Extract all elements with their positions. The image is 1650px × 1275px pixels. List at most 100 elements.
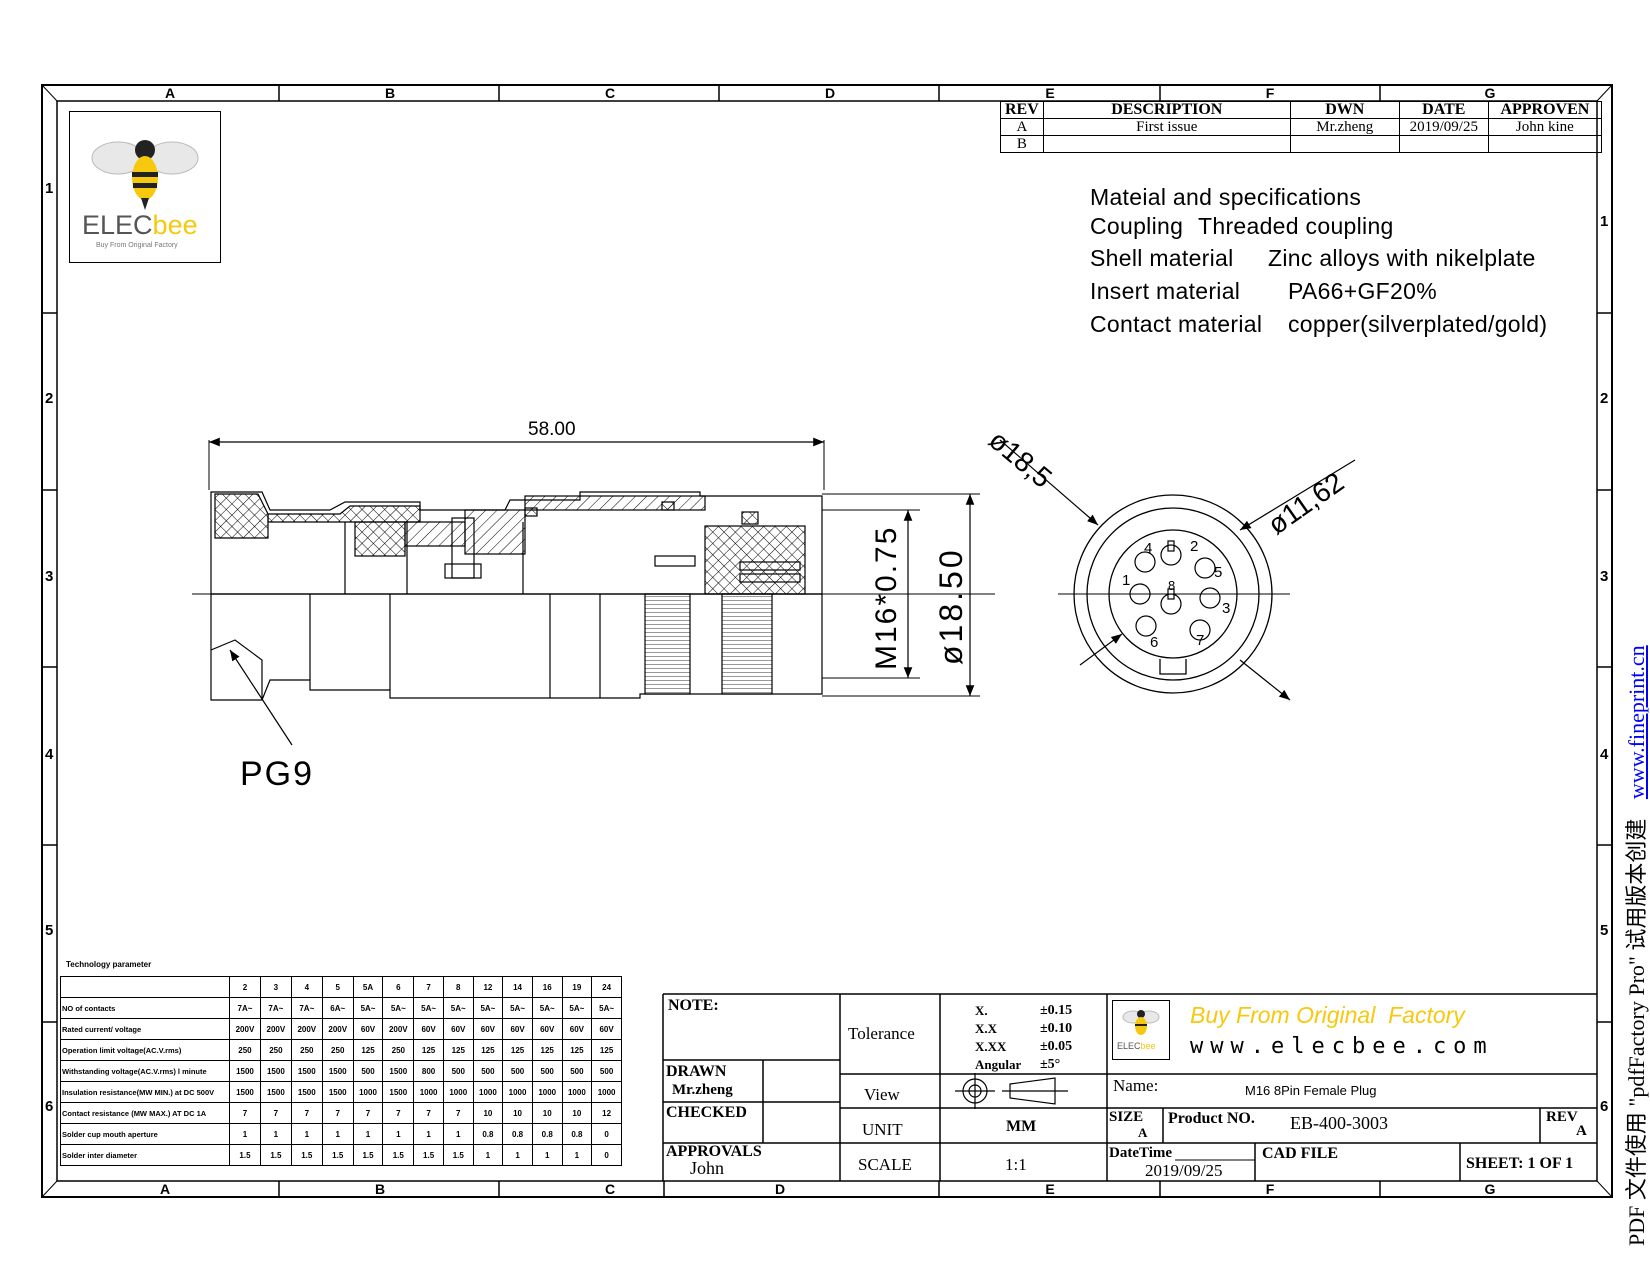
spec-label-contact: Contact material <box>1090 311 1263 337</box>
rev-cell: Mr.zheng <box>1289 118 1400 136</box>
rev-cell <box>1289 135 1400 153</box>
tech-cell: 125 <box>472 1039 504 1061</box>
front-view <box>999 439 1356 701</box>
pdf-watermark: PDF 文件使用 "pdfFactory Pro" 试用版本创建 www.fin… <box>1619 645 1650 1246</box>
pin-number: 4 <box>1144 540 1153 557</box>
tech-cell: 125 <box>561 1039 593 1061</box>
zone-label-bottom-a: A <box>159 1181 171 1197</box>
zone-label-right-3: 3 <box>1600 568 1609 585</box>
tech-row: Insulation resistance(MW MIN.) at DC 500… <box>60 1081 622 1103</box>
tech-cell: 200V <box>229 1018 261 1040</box>
bee-icon <box>91 140 199 210</box>
tech-cell: 60V <box>561 1018 593 1040</box>
sheet-info: SHEET: 1 OF 1 <box>1466 1155 1574 1172</box>
tech-cell: 1.5 <box>352 1144 384 1166</box>
tech-cell: 0.8 <box>561 1123 593 1145</box>
datetime-value: 2019/09/25 <box>1145 1161 1223 1180</box>
tech-cell: 1 <box>413 1123 444 1145</box>
tech-cell: 5A~ <box>502 997 533 1019</box>
tech-cell: 1500 <box>229 1081 261 1103</box>
zone-label-bottom-d: D <box>774 1181 786 1197</box>
tech-cell: 7 <box>321 1102 354 1124</box>
spec-value-insert: PA66+GF20% <box>1288 278 1437 304</box>
tech-cell: 200V <box>290 1018 323 1040</box>
specs-title: Mateial and specifications <box>1090 184 1362 210</box>
tech-cell: 1 <box>442 1123 474 1145</box>
tech-cell: 0.8 <box>502 1123 533 1145</box>
zone-label-left-1: 1 <box>45 180 54 197</box>
tech-cell: 1000 <box>352 1081 384 1103</box>
tech-cell: 10 <box>561 1102 593 1124</box>
pin-number: 1 <box>1122 572 1131 589</box>
tech-cell: 1000 <box>413 1081 444 1103</box>
dimension-length: 58.00 <box>528 419 576 440</box>
slogan: Buy From Original Factory <box>1190 1002 1465 1028</box>
logo-tagline: Buy From Original Factory <box>96 242 178 249</box>
tech-header: 4 <box>290 976 323 998</box>
title-block-logo: ELECbee <box>1112 1000 1170 1060</box>
rev-label: REV <box>1546 1109 1578 1125</box>
rev-cell <box>1398 135 1489 153</box>
tech-cell: 1000 <box>442 1081 474 1103</box>
tech-header: 14 <box>502 976 533 998</box>
tech-header: 24 <box>591 976 622 998</box>
tech-header: 5A <box>352 976 384 998</box>
unit-value: MM <box>1006 1118 1037 1135</box>
tech-cell: 1.5 <box>259 1144 292 1166</box>
rev-header-description: DESCRIPTION <box>1042 101 1291 119</box>
tech-cell: 7 <box>442 1102 474 1124</box>
rev-header-dwn: DWN <box>1289 101 1400 119</box>
zone-label-bottom-f: F <box>1265 1181 1275 1197</box>
tech-cell: 1000 <box>472 1081 504 1103</box>
tech-cell: 5A~ <box>561 997 593 1019</box>
zone-label-left-3: 3 <box>45 568 54 585</box>
small-logo-suffix: bee <box>1140 1041 1156 1051</box>
tech-cell: 1500 <box>382 1060 415 1082</box>
tech-cell: 60V <box>502 1018 533 1040</box>
tech-cell: 60V <box>442 1018 474 1040</box>
tech-cell: 1 <box>382 1123 415 1145</box>
tech-cell: 1.5 <box>382 1144 415 1166</box>
checked-label: CHECKED <box>666 1104 747 1121</box>
tech-cell: 200V <box>382 1018 415 1040</box>
tech-cell: 6A~ <box>321 997 354 1019</box>
revision-table: REV DESCRIPTION DWN DATE APPROVEN A Firs… <box>1000 101 1603 153</box>
zone-label-top-a: A <box>164 85 176 101</box>
tech-cell: 1000 <box>502 1081 533 1103</box>
tech-cell: 1.5 <box>442 1144 474 1166</box>
tech-cell: 5A~ <box>442 997 474 1019</box>
note-label: NOTE: <box>668 997 719 1014</box>
zone-label-right-6: 6 <box>1600 1098 1609 1115</box>
zone-label-left-4: 4 <box>45 746 54 763</box>
zone-label-bottom-b: B <box>374 1181 386 1197</box>
tech-cell: 250 <box>229 1039 261 1061</box>
tech-cell: 500 <box>531 1060 563 1082</box>
spec-value-shell: Zinc alloys with nikelplate <box>1268 245 1536 271</box>
cable-gland-label: PG9 <box>240 755 315 793</box>
tech-cell: 1.5 <box>413 1144 444 1166</box>
tech-cell: 1 <box>502 1144 533 1166</box>
tech-cell: 1 <box>561 1144 593 1166</box>
tech-cell: 800 <box>413 1060 444 1082</box>
tech-cell: 200V <box>259 1018 292 1040</box>
tolerance-key: X.X <box>975 1021 998 1036</box>
zone-label-top-g: G <box>1484 85 1496 101</box>
tech-cell: 5A~ <box>531 997 563 1019</box>
watermark-text: PDF 文件使用 "pdfFactory Pro" 试用版本创建 <box>1624 818 1649 1246</box>
tech-cell: 1 <box>472 1144 504 1166</box>
tolerance-value: ±0.15 <box>1040 1003 1073 1018</box>
spec-label-insert: Insert material <box>1090 278 1241 304</box>
zone-label-right-1: 1 <box>1600 213 1609 230</box>
website: www.elecbee.com <box>1190 1034 1494 1059</box>
technology-parameter-table: 2 3 4 5 5A 6 7 8 12 14 16 19 24 NO of co… <box>60 976 622 1166</box>
zone-label-top-d: D <box>824 85 836 101</box>
tech-cell: 60V <box>531 1018 563 1040</box>
tech-cell: 1 <box>229 1123 261 1145</box>
tech-cell: 125 <box>442 1039 474 1061</box>
zone-label-left-2: 2 <box>45 390 54 407</box>
tech-cell: 60V <box>472 1018 504 1040</box>
watermark-link[interactable]: www.fineprint.cn <box>1624 645 1649 800</box>
